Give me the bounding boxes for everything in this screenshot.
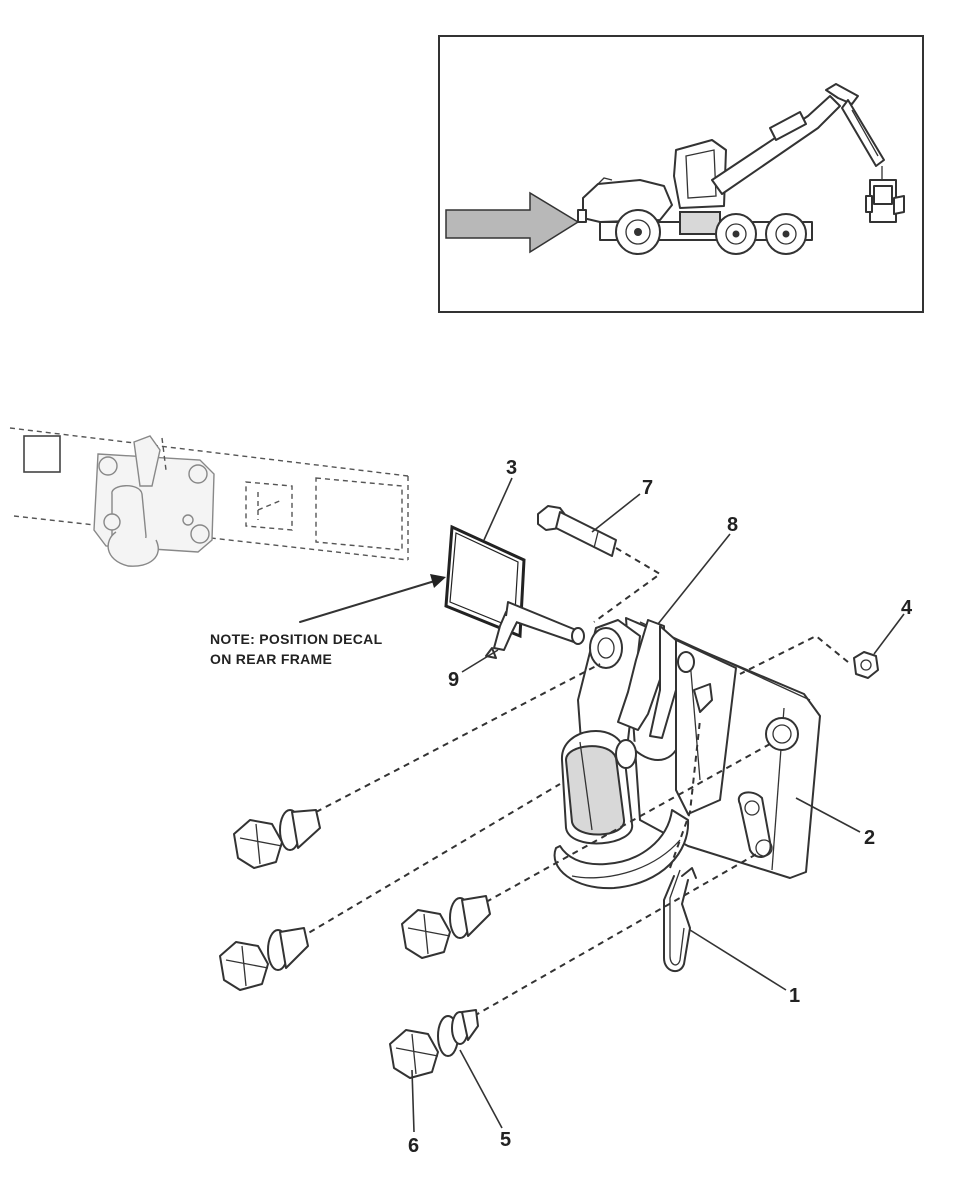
callout-7: 7: [642, 477, 653, 499]
callout-6: 6: [408, 1135, 419, 1157]
harvester-machine-icon: [577, 83, 905, 255]
callout-4: 4: [901, 597, 913, 619]
hex-bolt-upper-left: [233, 809, 321, 869]
nut-4-part: [853, 651, 879, 679]
location-arrow-icon: [445, 191, 580, 254]
callout-1: 1: [789, 985, 800, 1007]
pin-9-part: [485, 601, 585, 659]
spring-clip-1-part: [663, 867, 697, 973]
note-arrow-icon: [430, 574, 446, 588]
callout-8: 8: [727, 514, 738, 536]
rear-frame-ghost-view: [9, 427, 409, 567]
callout-5: 5: [500, 1129, 511, 1151]
note-line-1: NOTE: POSITION DECAL: [210, 631, 383, 647]
bolt-7-part: [537, 505, 662, 623]
machine-location-inset: [438, 35, 924, 313]
hex-bolt-mid-left: [219, 927, 309, 991]
callout-3: 3: [506, 457, 517, 479]
hex-bolt-mid-right: [401, 895, 491, 959]
hitch-assembly-part: [553, 617, 821, 890]
callout-9: 9: [448, 669, 459, 691]
hex-bolt-lower: [389, 1009, 479, 1079]
note-line-2: ON REAR FRAME: [210, 651, 332, 667]
callout-2: 2: [864, 827, 875, 849]
